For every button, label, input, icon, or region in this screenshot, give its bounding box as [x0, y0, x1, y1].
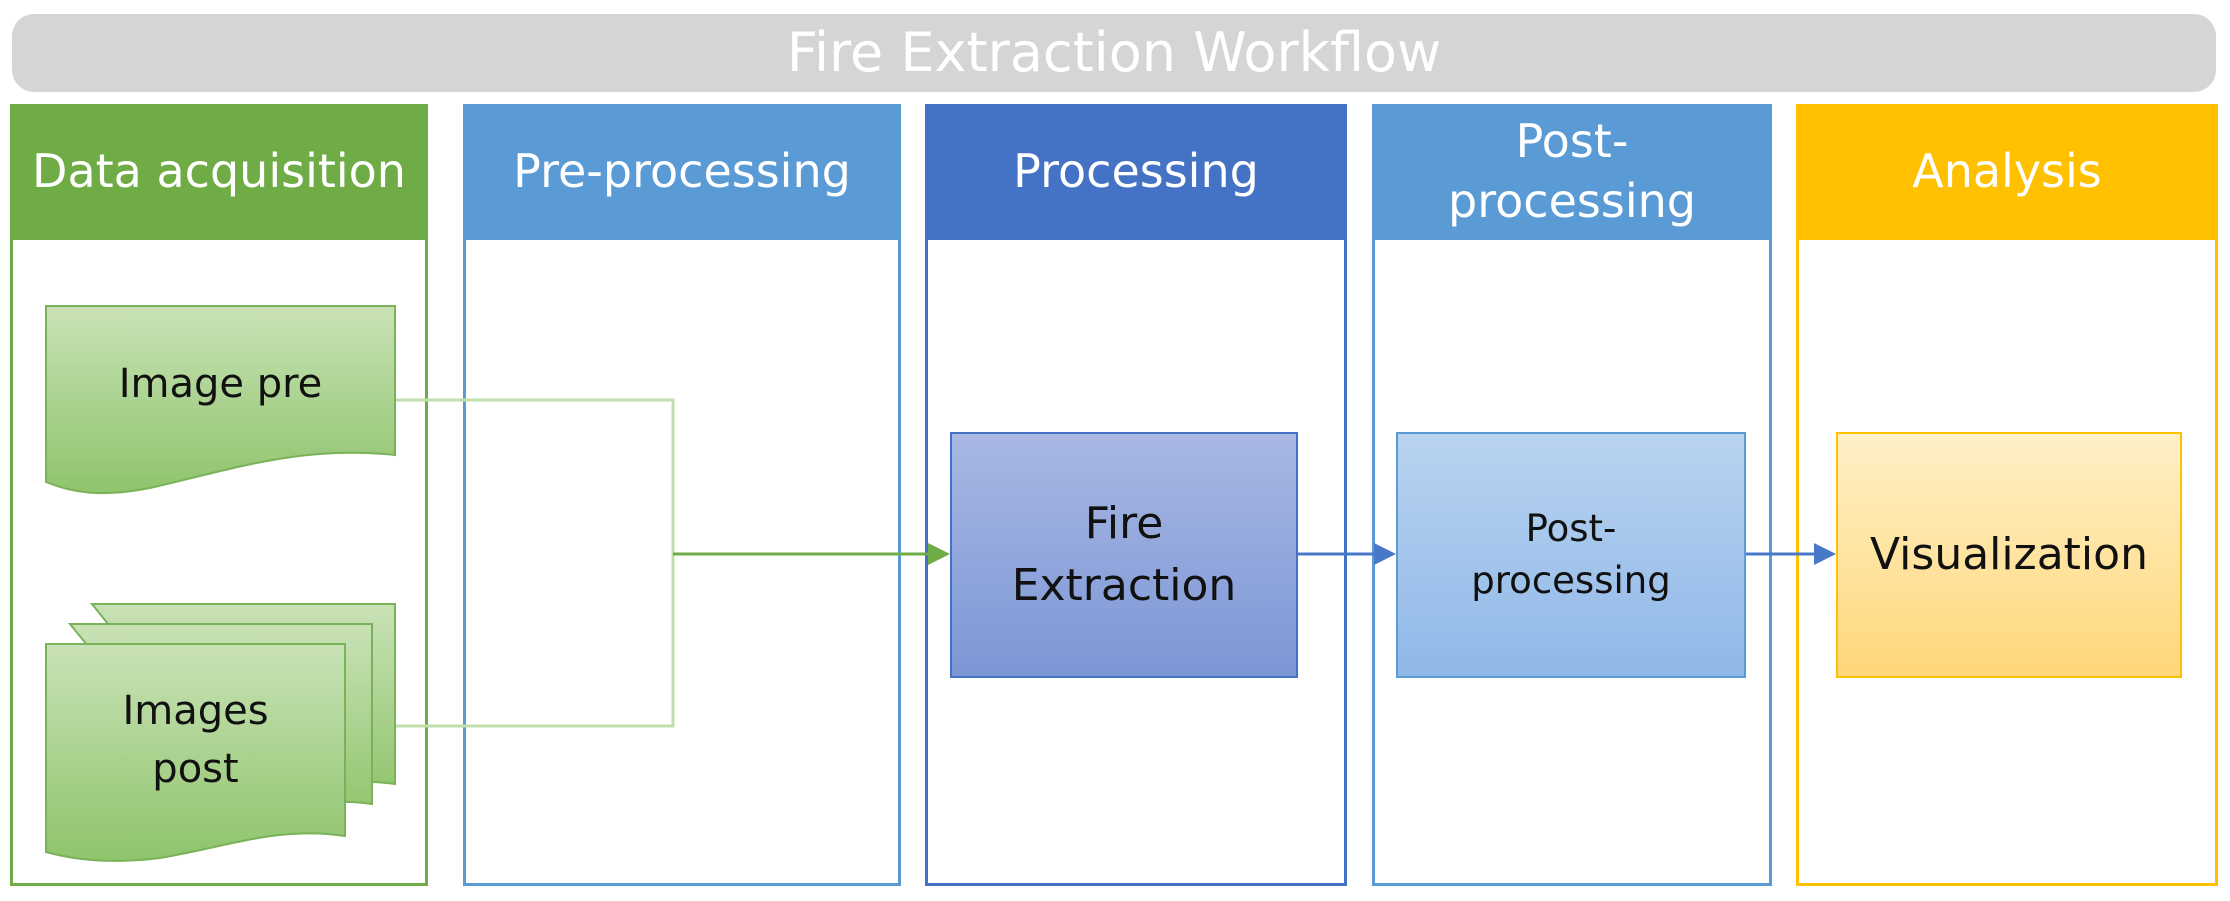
lane-pre-processing: Pre-processing [463, 104, 901, 886]
lane-label-post-processing-line2: processing [1448, 174, 1696, 228]
node-images-post-line2: post [152, 746, 239, 792]
node-fire-extraction-line1: Fire [1084, 498, 1164, 550]
node-fire-extraction-line2: Extraction [1011, 560, 1237, 611]
lane-label-processing: Processing [1013, 144, 1259, 199]
document-shape-images-post-front [45, 643, 346, 862]
node-visualization-label: Visualization [1870, 529, 2148, 581]
arrow-head-to-post-processing [1374, 543, 1396, 565]
lane-header-post-processing: Post- processing [1372, 104, 1772, 240]
lane-header-data-acquisition: Data acquisition [10, 104, 428, 240]
node-images-post-line1: Images [122, 688, 269, 734]
node-post-processing-line2: processing [1471, 559, 1671, 602]
node-image-pre-label: Image pre [118, 361, 323, 407]
lane-label-analysis: Analysis [1912, 144, 2102, 199]
node-fire-extraction: Fire Extraction [950, 432, 1298, 678]
connector-image-pre [395, 398, 675, 554]
lane-label-pre-processing: Pre-processing [513, 144, 851, 199]
node-post-processing-line1: Post- [1525, 507, 1617, 551]
lane-header-processing: Processing [925, 104, 1347, 240]
workflow-title-banner: Fire Extraction Workflow [12, 14, 2216, 92]
node-images-post: Images post [46, 682, 345, 798]
arrow-head-to-fire-extraction [928, 543, 950, 565]
workflow-title: Fire Extraction Workflow [786, 21, 1442, 84]
node-visualization: Visualization [1836, 432, 2182, 678]
lane-label-post-processing-line1: Post- [1515, 114, 1629, 169]
arrow-head-to-visualization [1814, 543, 1836, 565]
document-shape-image-pre [45, 305, 396, 495]
lane-label-data-acquisition: Data acquisition [32, 144, 406, 199]
lane-header-analysis: Analysis [1796, 104, 2218, 240]
connector-images-post [395, 554, 675, 728]
node-image-pre: Image pre [46, 355, 395, 413]
lane-header-pre-processing: Pre-processing [463, 104, 901, 240]
node-post-processing: Post- processing [1396, 432, 1746, 678]
